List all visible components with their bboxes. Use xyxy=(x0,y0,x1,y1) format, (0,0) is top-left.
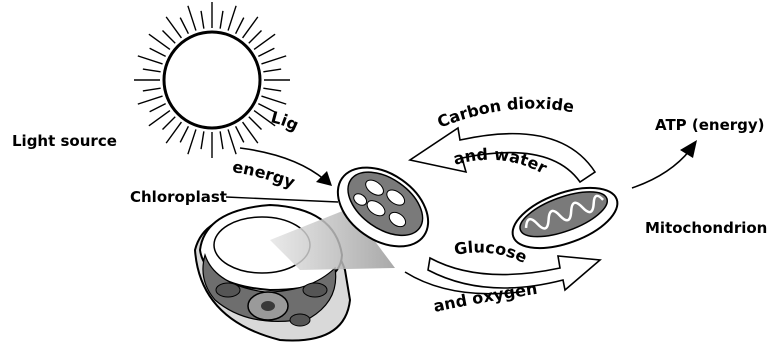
energy-label: energy xyxy=(231,157,298,192)
sun-ray xyxy=(263,88,281,91)
sun-ray xyxy=(180,18,188,34)
chloroplast-leader-line xyxy=(226,197,338,202)
sun-ray xyxy=(220,131,223,149)
sun-ray xyxy=(201,131,204,149)
sun-ray xyxy=(258,48,274,56)
sun-ray xyxy=(236,18,244,34)
light-source-label: Light source xyxy=(12,132,117,150)
atp-arrow xyxy=(632,140,697,188)
carbon-dioxide-label: Carbon dioxide xyxy=(435,94,576,132)
sun-ray xyxy=(143,88,161,91)
sun-ray xyxy=(180,126,188,142)
sun-ray xyxy=(149,111,170,126)
atp-label: ATP (energy) xyxy=(655,116,765,134)
sun-ray xyxy=(138,96,163,104)
sun-ray xyxy=(166,122,181,143)
sun-ray xyxy=(228,129,236,154)
mitochondrion-label: Mitochondrion xyxy=(645,219,767,237)
sun-icon xyxy=(134,2,290,158)
sun-ray xyxy=(188,6,196,31)
chloroplast-label: Chloroplast xyxy=(130,188,227,206)
sun-ray xyxy=(150,48,166,56)
sun-ray xyxy=(228,6,236,31)
sun-ray xyxy=(249,31,262,44)
sun-ray xyxy=(263,69,281,72)
sun-ray xyxy=(138,56,163,64)
sun-ray xyxy=(220,11,223,29)
sun-ray xyxy=(254,34,275,49)
sun-ray xyxy=(150,104,166,112)
sun-ray xyxy=(166,17,181,38)
sun-ray xyxy=(143,69,161,72)
sun-ray xyxy=(249,117,262,130)
sun-ray xyxy=(163,31,176,44)
sun-ray xyxy=(261,56,286,64)
sun-ray xyxy=(149,34,170,49)
sun-ray xyxy=(243,17,258,38)
sun-ray xyxy=(201,11,204,29)
sun-ray xyxy=(163,117,176,130)
sun-ray xyxy=(188,129,196,154)
sun-ray xyxy=(261,96,286,104)
sun-ray xyxy=(236,126,244,142)
sun-ray xyxy=(258,104,274,112)
sun-ray xyxy=(243,122,258,143)
